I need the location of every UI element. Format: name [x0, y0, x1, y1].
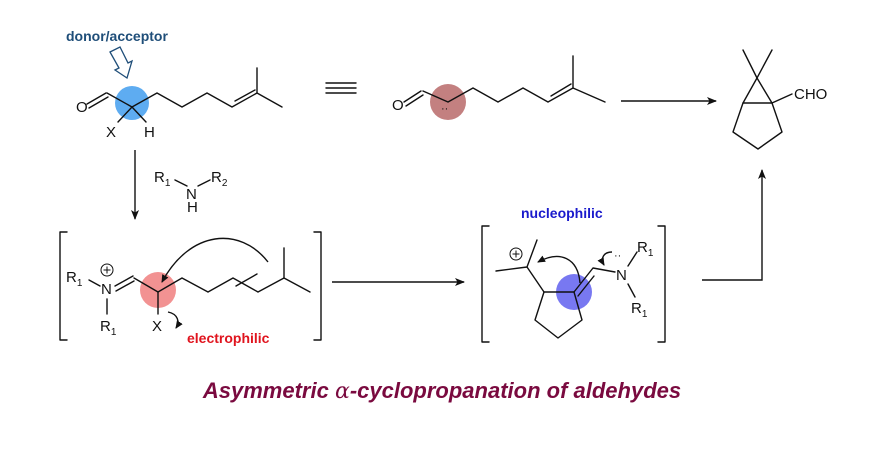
- r1-label: R: [66, 269, 77, 286]
- curved-arrow-leaving: [167, 311, 183, 329]
- r2-label: R: [211, 169, 222, 186]
- svg-text:R1: R1: [66, 269, 83, 289]
- donor-acceptor-label: donor/acceptor: [66, 28, 168, 44]
- lone-pair: ··: [441, 103, 448, 115]
- equivalence-sign: [325, 82, 357, 94]
- hydrogen-atom: H: [144, 124, 155, 141]
- hollow-arrow-icon: [109, 46, 134, 80]
- plus-charge-icon: [509, 247, 523, 261]
- oxygen-atom: O: [392, 97, 404, 114]
- hydrogen-atom: H: [187, 199, 198, 216]
- curved-arrow-attack: [161, 237, 269, 283]
- donor-acceptor-highlight: [115, 86, 149, 120]
- svg-text:R1: R1: [637, 239, 654, 259]
- curved-arrow-lone-pair: [597, 251, 613, 266]
- r1-label: R: [637, 239, 648, 256]
- r1-label: R: [631, 300, 642, 317]
- arrow-to-product-elbow: [702, 169, 766, 281]
- svg-text:R1: R1: [154, 169, 171, 189]
- plus-charge-icon: [100, 263, 114, 277]
- curved-arrow-cyclization: [537, 255, 581, 284]
- svg-text:R1: R1: [631, 300, 648, 320]
- nucleophilic-label: nucleophilic: [521, 205, 603, 221]
- svg-text:R2: R2: [211, 169, 228, 189]
- carbene-aldehyde: O ··: [392, 55, 606, 120]
- r1-label: R: [154, 169, 165, 186]
- x-substituent: X: [152, 318, 162, 335]
- oxygen-atom: O: [76, 99, 88, 116]
- cho-group: CHO: [794, 86, 827, 103]
- scheme-title: Asymmetric α-cyclopropanation of aldehyd…: [202, 378, 681, 404]
- enamine-intermediate: nucleophilic N ·· R1 R1: [481, 205, 666, 343]
- lone-pair: ··: [614, 250, 621, 262]
- nitrogen-atom: N: [186, 186, 197, 203]
- starting-aldehyde: donor/acceptor O X H: [66, 28, 283, 141]
- x-substituent: X: [106, 124, 116, 141]
- bicyclic-product: CHO: [732, 49, 827, 150]
- svg-text:R1: R1: [100, 318, 117, 338]
- nitrogen-atom: N: [616, 267, 627, 284]
- electrophilic-label: electrophilic: [187, 330, 270, 346]
- iminium-intermediate: R1 N R1 X electrophilic: [59, 231, 322, 346]
- nitrogen-atom: N: [101, 281, 112, 298]
- amine-catalyst: R1 N R2 H: [154, 169, 228, 216]
- r1-label: R: [100, 318, 111, 335]
